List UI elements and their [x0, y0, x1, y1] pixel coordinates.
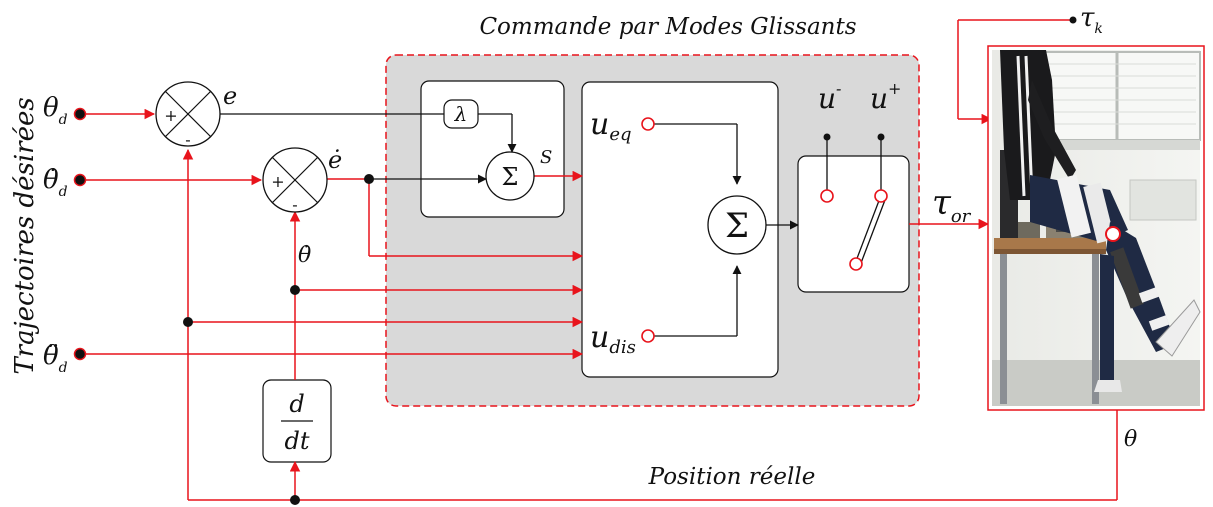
- lambda-symbol: λ: [454, 102, 468, 126]
- diagram-title: Commande par Modes Glissants: [479, 14, 856, 40]
- plus-sign: +: [164, 106, 177, 125]
- sigma-symbol: Σ: [502, 163, 519, 191]
- minus-sign: -: [292, 195, 297, 214]
- plus-sign: +: [271, 172, 284, 191]
- junction-dots: [183, 174, 374, 505]
- error-rate-label: ė: [328, 146, 342, 174]
- u-eq-label: ueq: [590, 107, 632, 145]
- lambda-gain-block: [443, 99, 479, 129]
- input-terminals: [73, 107, 87, 361]
- theta-d-label: θd: [43, 93, 68, 128]
- minus-sign: -: [185, 130, 190, 149]
- tau-k-label: τk: [1080, 3, 1103, 37]
- internal-lines: [220, 113, 886, 337]
- terminal-circles: [641, 117, 888, 343]
- error-rate-summer: + -: [262, 147, 328, 214]
- theta-output-label: θ: [1124, 427, 1137, 452]
- feedback-label: Position réelle: [648, 464, 816, 490]
- u-minus-label: u-: [818, 79, 841, 115]
- derivative-denominator: dt: [284, 427, 309, 455]
- desired-trajectories-label: Trajectoires désirées: [10, 97, 40, 374]
- tau-or-label: τor: [932, 183, 972, 227]
- surface-sum-node: [485, 151, 535, 201]
- switch-pin-dot: [823, 133, 831, 141]
- error-label: e: [223, 82, 237, 110]
- tau-k-terminal: [1069, 16, 1077, 24]
- sigma-symbol: Σ: [725, 206, 749, 246]
- u-dis-label: udis: [590, 320, 636, 358]
- error-summer: + -: [155, 81, 221, 149]
- control-sum-node: [707, 195, 767, 255]
- derivative-numerator: d: [289, 390, 304, 418]
- sliding-surface-label: S: [540, 147, 552, 168]
- theta-dot-feedback-label: θ̇: [298, 243, 311, 268]
- theta-ddot-d-label: θ̈d: [43, 341, 68, 376]
- u-plus-label: u+: [870, 79, 901, 115]
- control-law-block: [581, 81, 779, 378]
- theta-dot-d-label: θ̇d: [43, 165, 68, 200]
- switch-pin-dot: [877, 133, 885, 141]
- switch-block: [797, 155, 910, 293]
- knee-exoskeleton-photo: [987, 45, 1205, 411]
